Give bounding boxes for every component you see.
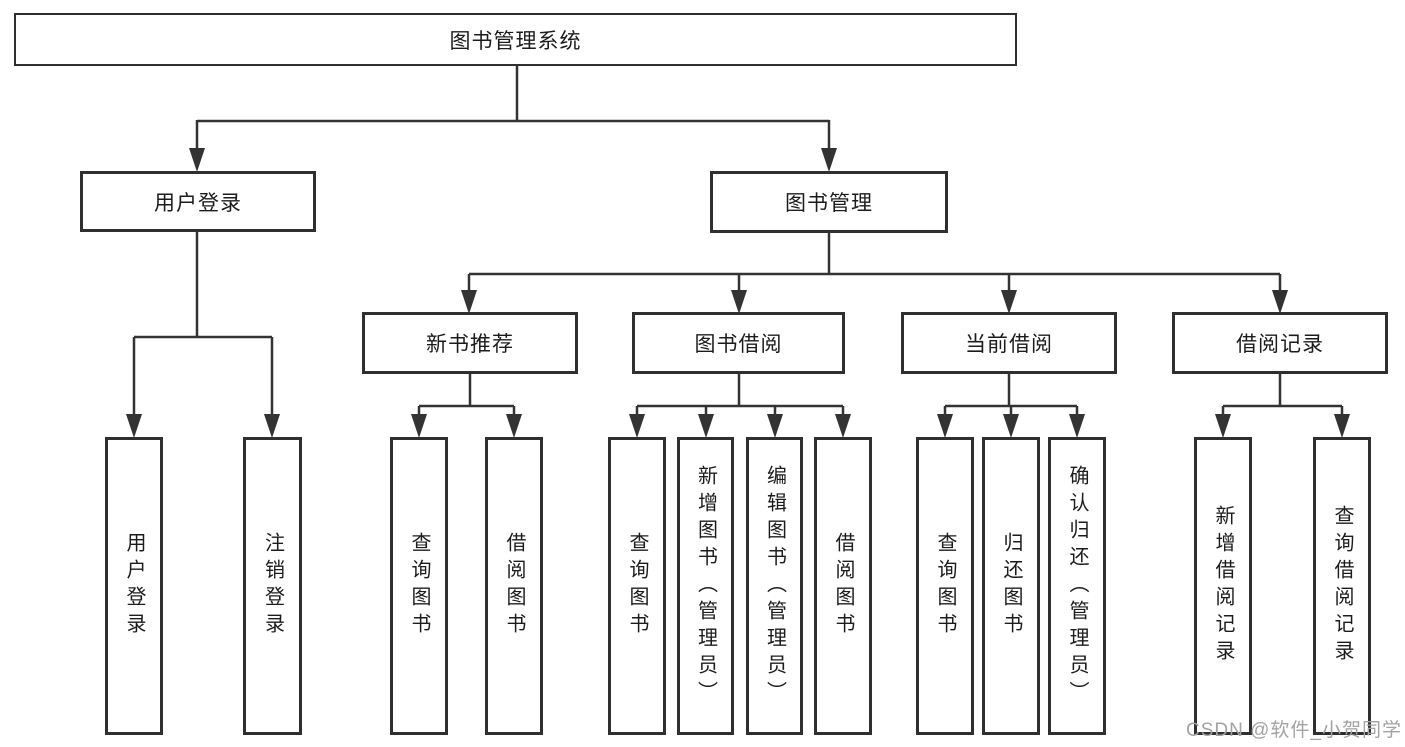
arrowhead-to-borrow-record — [1272, 290, 1288, 314]
arrowhead-to-book-mgmt — [821, 148, 837, 172]
node-book-borrow: 图书借阅 — [632, 312, 845, 374]
arrowhead-borrow-add — [698, 414, 714, 438]
node-current-borrow-label: 当前借阅 — [965, 333, 1053, 356]
arrowhead-to-new-book — [461, 290, 477, 314]
arrowhead-borrow-query — [629, 414, 645, 438]
arrowhead-borrow-edit — [767, 414, 783, 438]
arrowhead-record-add — [1215, 414, 1231, 438]
connector-new-book-split — [417, 374, 516, 418]
connector-user-login-split — [132, 232, 274, 416]
arrowhead-record-query — [1334, 414, 1350, 438]
leaf-record-query: 查询借阅记录 — [1313, 437, 1371, 735]
node-user-login: 用户登录 — [80, 171, 316, 232]
arrowhead-to-leaf-logout — [264, 414, 280, 438]
leaf-borrow-edit-admin: 编辑图书（管理员） — [746, 437, 803, 735]
leaf-current-query: 查询图书 — [916, 437, 974, 735]
leaf-logout-login: 注销登录 — [243, 437, 302, 735]
node-borrow-record: 借阅记录 — [1172, 312, 1388, 374]
leaf-borrow-borrow: 借阅图书 — [814, 437, 872, 735]
leaf-user-login-label: 用户登录 — [123, 532, 145, 640]
arrowhead-to-user-login — [189, 148, 205, 172]
node-borrow-record-label: 借阅记录 — [1236, 333, 1324, 356]
arrowhead-borrow-borrow — [835, 414, 851, 438]
leaf-current-return-label: 归还图书 — [1000, 532, 1022, 640]
node-new-book-recommend: 新书推荐 — [362, 312, 578, 374]
leaf-newbook-borrow-label: 借阅图书 — [503, 532, 525, 640]
leaf-user-login: 用户登录 — [105, 437, 163, 735]
leaf-record-add-label: 新增借阅记录 — [1212, 505, 1234, 667]
arrowhead-to-current-borrow — [1001, 290, 1017, 314]
connector-root-split — [195, 66, 831, 152]
arrowhead-current-confirm — [1069, 414, 1085, 438]
arrowhead-current-return — [1003, 414, 1019, 438]
connector-book-borrow-split — [635, 374, 845, 418]
leaf-borrow-edit-admin-label: 编辑图书（管理员） — [763, 464, 786, 708]
leaf-newbook-query-label: 查询图书 — [408, 532, 430, 640]
node-root-system: 图书管理系统 — [14, 13, 1017, 66]
connector-borrow-record-split — [1221, 374, 1344, 418]
node-book-borrow-label: 图书借阅 — [694, 333, 783, 356]
leaf-borrow-add-admin: 新增图书（管理员） — [677, 437, 734, 735]
node-book-mgmt-label: 图书管理 — [785, 192, 873, 215]
leaf-current-confirm-admin-label: 确认归还（管理员） — [1066, 464, 1088, 708]
node-root-label: 图书管理系统 — [449, 29, 582, 53]
node-user-login-label: 用户登录 — [154, 191, 242, 215]
node-new-book-label: 新书推荐 — [426, 333, 514, 356]
leaf-newbook-query: 查询图书 — [390, 437, 448, 735]
arrowhead-to-book-borrow — [731, 290, 747, 314]
node-current-borrow: 当前借阅 — [901, 312, 1117, 374]
leaf-current-query-label: 查询图书 — [934, 532, 956, 640]
node-book-mgmt: 图书管理 — [710, 171, 948, 233]
leaf-record-add: 新增借阅记录 — [1194, 437, 1252, 735]
leaf-current-return: 归还图书 — [982, 437, 1040, 735]
arrowhead-newbook-borrow — [506, 414, 522, 438]
connector-book-mgmt-split — [467, 233, 1282, 292]
leaf-logout-login-label: 注销登录 — [261, 532, 284, 640]
leaf-current-confirm-admin: 确认归还（管理员） — [1048, 437, 1106, 735]
leaf-borrow-borrow-label: 借阅图书 — [832, 532, 854, 640]
arrowhead-to-leaf-user-login — [126, 414, 142, 438]
arrowhead-current-query — [937, 414, 953, 438]
leaf-record-query-label: 查询借阅记录 — [1331, 505, 1353, 667]
csdn-watermark: CSDN @软件_小贺同学 — [1186, 720, 1402, 741]
leaf-borrow-add-admin-label: 新增图书（管理员） — [694, 464, 717, 708]
leaf-newbook-borrow: 借阅图书 — [485, 437, 543, 735]
connector-current-borrow-split — [943, 374, 1079, 418]
arrowhead-newbook-query — [411, 414, 427, 438]
leaf-borrow-query-label: 查询图书 — [626, 532, 648, 640]
leaf-borrow-query: 查询图书 — [608, 437, 666, 735]
